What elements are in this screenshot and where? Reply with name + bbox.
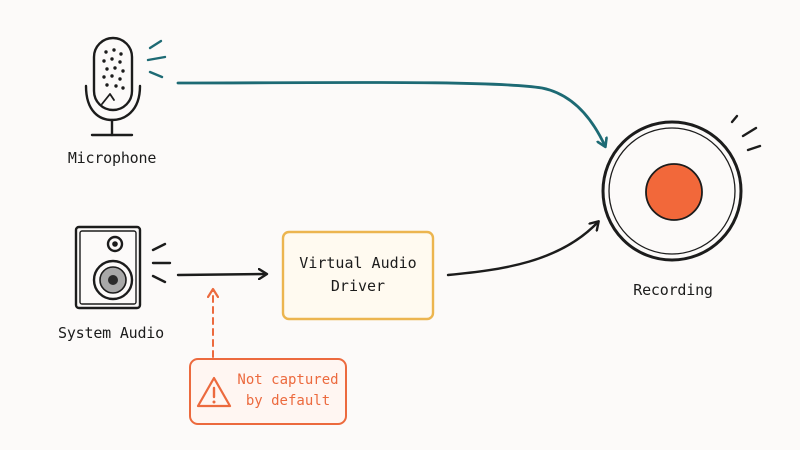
not-captured-warning-text: Not captured by default — [236, 370, 340, 412]
virtual-audio-driver-box — [281, 230, 435, 321]
recording-label: Recording — [633, 281, 713, 299]
system-audio-to-driver-arrow — [176, 274, 266, 275]
virtual-audio-driver-label: Virtual Audio Driver — [283, 252, 433, 298]
virtual-audio-driver-label-line1: Virtual Audio — [299, 254, 417, 272]
recording-burst-lines — [730, 114, 762, 152]
warning-triangle-icon — [196, 376, 232, 408]
microphone-label: Microphone — [67, 149, 157, 167]
warning-text-line2: by default — [245, 393, 331, 409]
warning-text-line1: Not captured — [237, 372, 339, 388]
microphone-sound-waves — [146, 39, 167, 79]
record-button-icon — [601, 120, 743, 262]
virtual-audio-driver-label-line2: Driver — [330, 277, 386, 295]
microphone-icon — [84, 36, 142, 137]
microphone-to-recording-arrow — [176, 81, 605, 146]
speaker-sound-waves — [151, 242, 172, 284]
driver-to-recording-arrow — [446, 222, 598, 277]
speaker-icon — [74, 225, 142, 310]
system-audio-label: System Audio — [58, 324, 164, 342]
not-captured-warning-box — [189, 358, 347, 425]
